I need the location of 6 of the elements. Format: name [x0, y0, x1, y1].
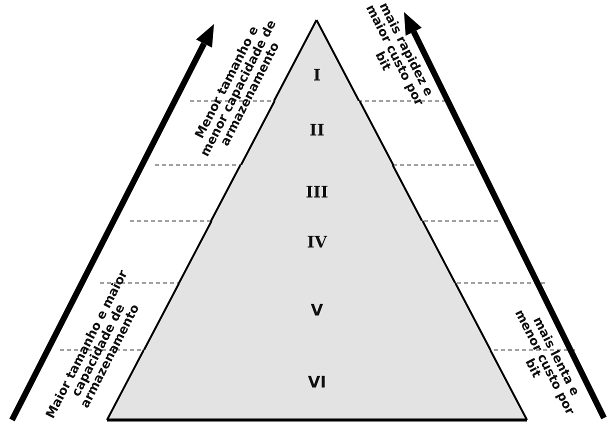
- level-numeral: V: [310, 300, 324, 320]
- level-numeral: IV: [307, 232, 327, 252]
- level-numeral: VI: [308, 372, 326, 392]
- level-numeral: I: [313, 66, 321, 84]
- level-numeral: III: [306, 182, 328, 202]
- level-numeral: II: [310, 120, 324, 140]
